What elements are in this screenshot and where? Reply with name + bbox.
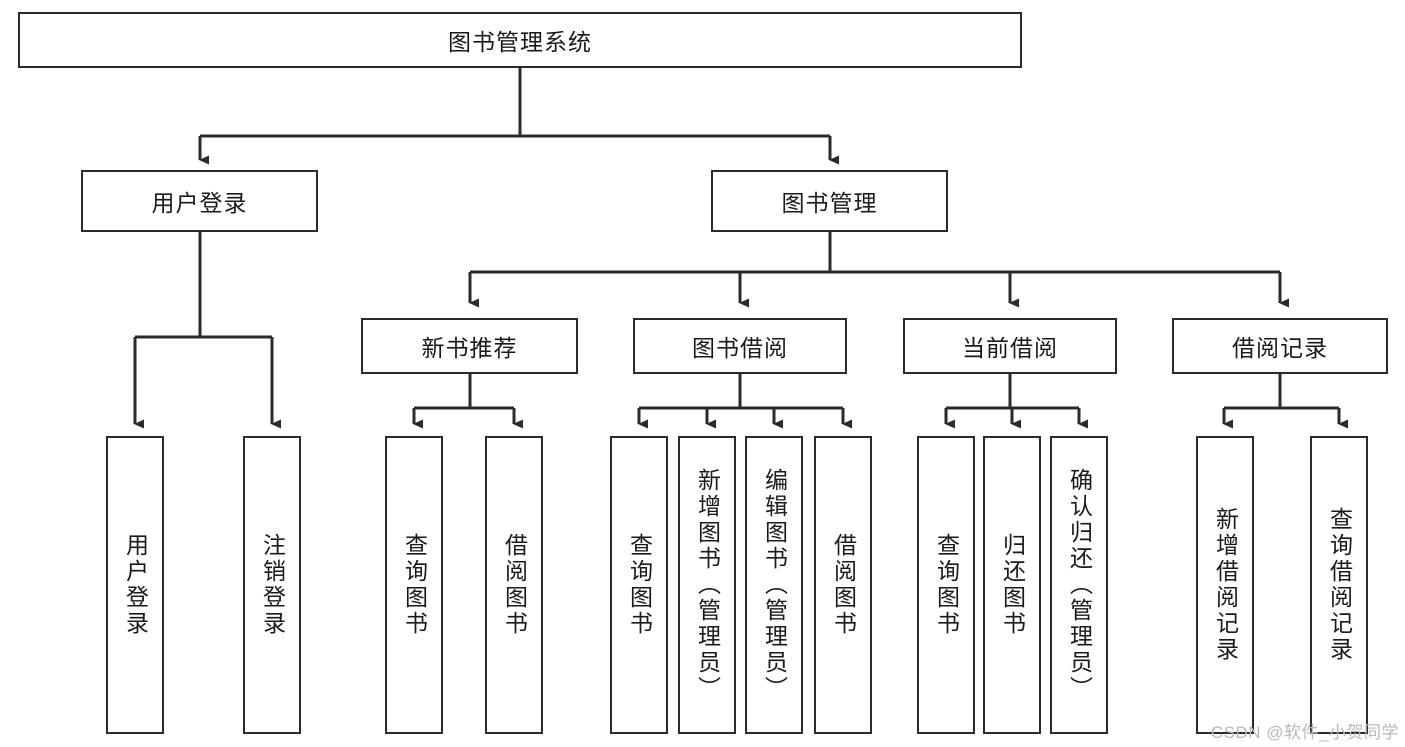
leaf-recommend-borrow-book[interactable]: 借阅图书 <box>485 436 543 734</box>
node-label: 注销登录 <box>259 533 286 637</box>
leaf-borrow-borrow-book[interactable]: 借阅图书 <box>814 436 872 734</box>
leaf-borrow-add-book-admin[interactable]: 新增图书（管理员） <box>678 436 736 734</box>
leaf-record-query-record[interactable]: 查询借阅记录 <box>1310 436 1368 734</box>
node-label: 确认归还（管理员） <box>1066 468 1093 702</box>
node-label: 查询借阅记录 <box>1326 507 1353 663</box>
node-book-management[interactable]: 图书管理 <box>711 170 948 232</box>
node-label: 用户登录 <box>122 533 149 637</box>
node-label: 查询图书 <box>401 533 428 637</box>
leaf-recommend-query-book[interactable]: 查询图书 <box>385 436 443 734</box>
node-label: 编辑图书（管理员） <box>761 468 788 702</box>
node-borrow-record[interactable]: 借阅记录 <box>1172 318 1388 374</box>
leaf-current-query-book[interactable]: 查询图书 <box>917 436 975 734</box>
node-label: 新书推荐 <box>421 335 518 361</box>
node-label: 借阅记录 <box>1232 335 1328 361</box>
node-root-system[interactable]: 图书管理系统 <box>18 12 1022 68</box>
node-label: 用户登录 <box>151 190 248 216</box>
node-label: 新增图书（管理员） <box>694 468 721 702</box>
node-new-book-recommend[interactable]: 新书推荐 <box>361 318 578 374</box>
leaf-record-add-record[interactable]: 新增借阅记录 <box>1196 436 1254 734</box>
node-label: 图书管理 <box>781 190 878 216</box>
node-label: 查询图书 <box>933 533 960 637</box>
node-label: 借阅图书 <box>830 533 857 637</box>
leaf-borrow-query-book[interactable]: 查询图书 <box>610 436 668 734</box>
node-label: 借阅图书 <box>501 533 528 637</box>
leaf-current-confirm-return-admin[interactable]: 确认归还（管理员） <box>1050 436 1108 734</box>
node-label: 新增借阅记录 <box>1212 507 1239 663</box>
leaf-borrow-edit-book-admin[interactable]: 编辑图书（管理员） <box>745 436 803 734</box>
leaf-current-return-book[interactable]: 归还图书 <box>983 436 1041 734</box>
node-label: 图书借阅 <box>692 335 788 361</box>
node-current-borrow[interactable]: 当前借阅 <box>903 318 1117 374</box>
node-book-borrow[interactable]: 图书借阅 <box>633 318 847 374</box>
node-label: 图书管理系统 <box>448 29 592 55</box>
csdn-watermark: CSDN @软件_小贺同学 <box>1210 723 1399 742</box>
node-label: 查询图书 <box>626 533 653 637</box>
leaf-user-login-login[interactable]: 用户登录 <box>106 436 164 734</box>
node-label: 归还图书 <box>999 533 1026 637</box>
node-user-login[interactable]: 用户登录 <box>81 170 318 232</box>
leaf-user-login-logout[interactable]: 注销登录 <box>243 436 301 734</box>
node-label: 当前借阅 <box>962 335 1058 361</box>
